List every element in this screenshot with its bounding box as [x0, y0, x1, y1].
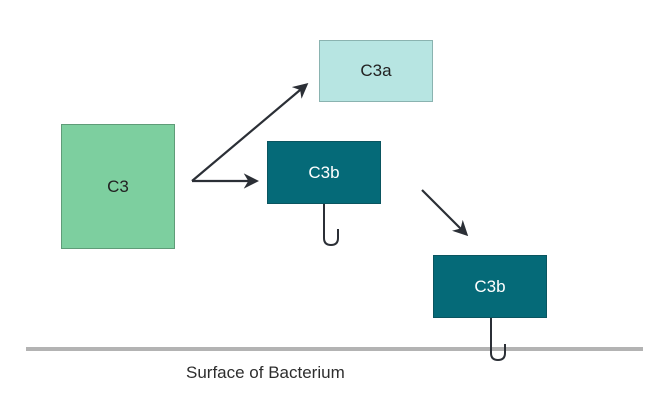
arrow-c3-to-c3a: [191, 83, 309, 182]
surface-label: Surface of Bacterium: [186, 363, 345, 382]
c3b-bound-label: C3b: [474, 276, 506, 296]
thioester-hook-bound: [490, 318, 506, 362]
c3b-free-label: C3b: [308, 162, 340, 182]
c3b-bound-node: C3b: [433, 255, 547, 318]
c3-label: C3: [107, 176, 129, 196]
thioester-hook-free: [323, 204, 339, 247]
c3a-node: C3a: [319, 40, 433, 102]
c3b-free-node: C3b: [267, 141, 381, 204]
arrow-c3b-to-surface: [421, 189, 469, 237]
c3-node: C3: [61, 124, 175, 249]
c3a-label: C3a: [360, 61, 392, 80]
